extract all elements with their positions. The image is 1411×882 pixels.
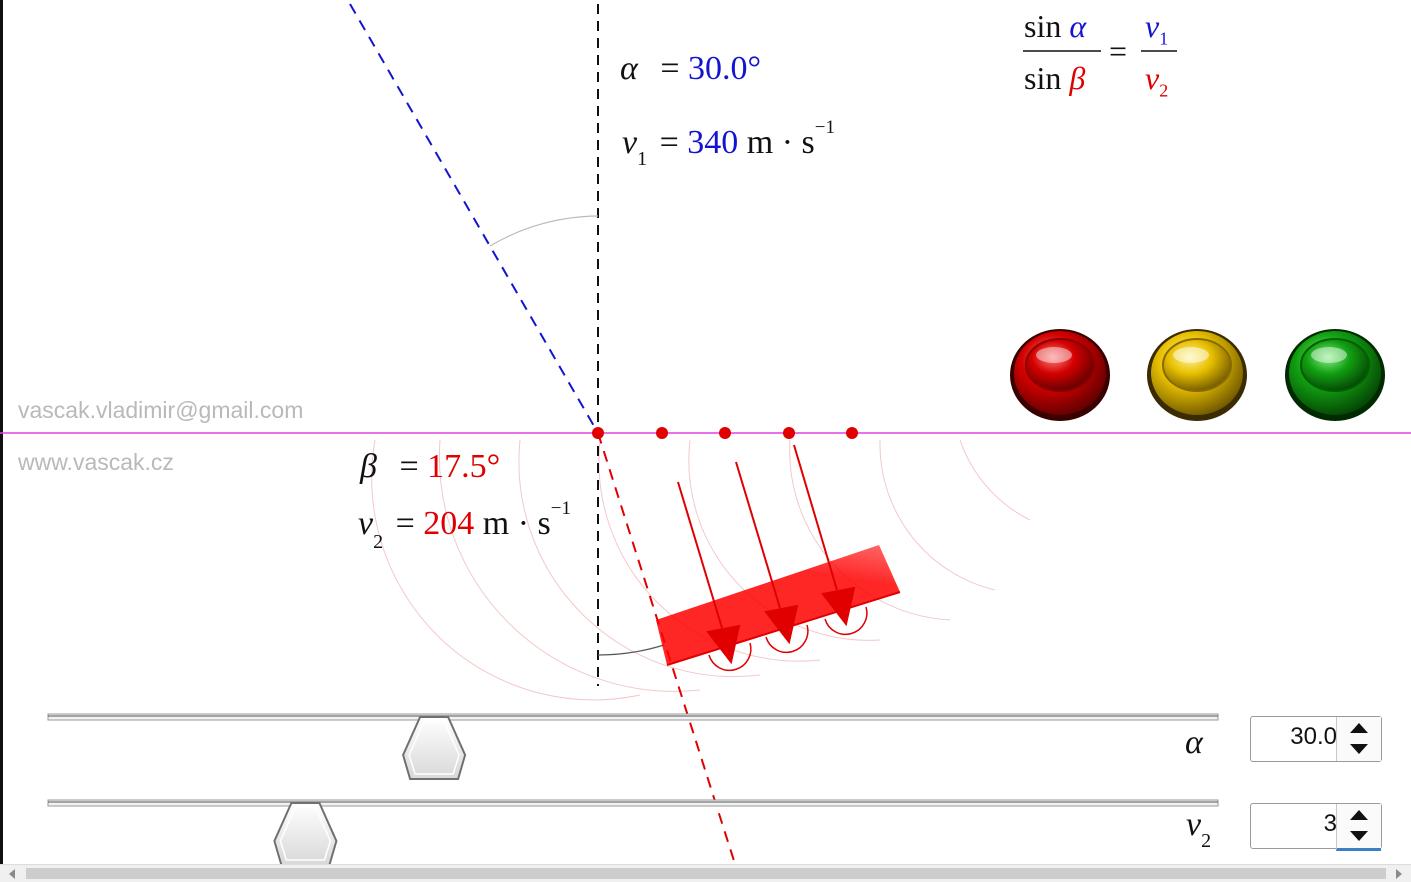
beta-readout: β = 17.5° [360,448,500,486]
v2-increment-button[interactable] [1337,804,1381,826]
v2-slider-knob[interactable] [273,802,338,866]
alpha-spinner-input[interactable]: 30.0 [1290,723,1337,750]
v2-slider-track[interactable] [47,799,1219,807]
formula-alpha-symbol: α [1069,8,1087,44]
alpha-spinner-buttons [1336,717,1381,761]
beta-symbol: β [360,448,377,485]
v2-symbol: v [358,505,374,542]
formula-v2-subscript: 2 [1159,80,1169,101]
alpha-readout: α = 30.0° [620,50,761,88]
v1-equals: = [659,124,679,161]
v2-spinner-input[interactable]: 3 [1323,810,1337,837]
v2-slider-label: v2 [1186,806,1212,852]
scroll-left-icon[interactable] [9,869,15,879]
alpha-symbol: α [620,50,638,87]
v2-slider-label-symbol: v [1186,806,1202,843]
v2-subscript: 2 [373,530,384,553]
horizontal-scrollbar[interactable] [0,864,1411,882]
alpha-slider-knob[interactable] [402,716,467,780]
formula-v2-symbol: v [1145,60,1160,96]
wavefront-band [656,545,900,665]
v2-unit-exponent: −1 [550,497,571,519]
formula-sin-beta-fn: sin [1024,60,1062,96]
beta-arc [597,644,665,656]
wavelet-arcs [371,439,1031,701]
v1-subscript: 1 [637,147,648,170]
v2-value: 204 [423,505,475,542]
arrow-up-icon [1350,723,1368,733]
v2-spinner-buttons [1336,804,1381,851]
right-angle-markers [708,606,868,672]
v1-readout: v1 = 340 m · s−1 [622,117,835,170]
red-lamp-button[interactable] [1008,323,1112,423]
author-email: vascak.vladimir@gmail.com [18,397,304,423]
formula-sin-alpha-fn: sin [1024,8,1062,44]
incident-ray [349,3,599,434]
v2-readout: v2 = 204 m · s−1 [358,498,571,553]
yellow-lamp-button[interactable] [1145,323,1249,423]
formula-denominator-left: sin β [1024,60,1085,97]
v2-equals: = [395,505,415,542]
beta-equals: = [399,448,419,485]
formula-numerator-left: sin α [1024,8,1086,45]
formula-numerator-right: v1 [1145,8,1168,49]
v2-decrement-button[interactable] [1337,826,1381,848]
scrollbar-thumb[interactable] [26,868,1386,879]
green-lamp-button[interactable] [1283,323,1387,423]
v1-value: 340 [687,124,739,161]
v2-unit: m · s [482,505,551,542]
formula-v1-symbol: v [1145,8,1160,44]
v1-unit-exponent: −1 [814,116,835,138]
v1-unit: m · s [746,124,815,161]
formula-denominator-right: v2 [1145,60,1168,101]
alpha-equals: = [660,50,680,87]
formula-v1-subscript: 1 [1159,28,1169,49]
scroll-right-icon[interactable] [1396,869,1402,879]
alpha-arc [489,215,599,247]
arrow-down-icon [1350,831,1368,841]
interface-points [592,427,858,439]
formula-beta-symbol: β [1069,60,1086,96]
author-website: www.vascak.cz [18,449,174,475]
alpha-slider-track[interactable] [47,713,1219,721]
alpha-spinner[interactable]: 30.0 [1250,716,1382,762]
alpha-value: 30.0° [688,50,762,87]
v2-spinner[interactable]: 3 [1250,803,1382,851]
arrow-up-icon [1350,810,1368,820]
v1-symbol: v [622,124,638,161]
v2-slider-label-subscript: 2 [1201,829,1212,852]
ray-arrows [677,444,856,665]
arrow-down-icon [1350,744,1368,754]
alpha-decrement-button[interactable] [1337,739,1381,761]
formula-equals: = [1109,33,1128,69]
beta-value: 17.5° [427,448,501,485]
alpha-increment-button[interactable] [1337,717,1381,739]
alpha-slider-label: α [1185,724,1203,761]
